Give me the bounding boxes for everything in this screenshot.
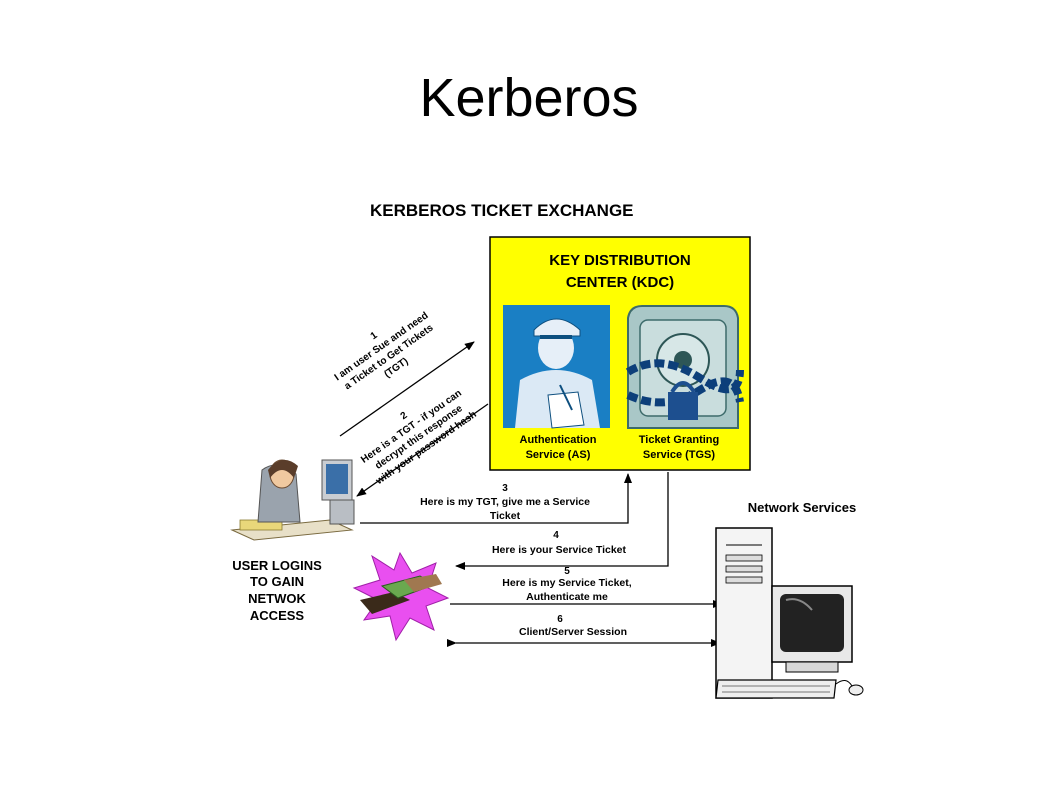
diagram-heading: KERBEROS TICKET EXCHANGE bbox=[370, 201, 634, 220]
arrow-step-4 bbox=[455, 472, 669, 570]
ticket-granting-safe-icon bbox=[625, 305, 744, 429]
as-label-line1: Authentication bbox=[520, 434, 597, 446]
user-label-line4: ACCESS bbox=[250, 608, 305, 623]
as-label-line2: Service (AS) bbox=[526, 449, 591, 461]
ticket-exchange-icon bbox=[352, 551, 450, 642]
step-2-text: 2 Here is a TGT - if you can decrypt thi… bbox=[359, 388, 479, 488]
tgs-label-line1: Ticket Granting bbox=[639, 434, 719, 446]
step-3-line: Here is my TGT, give me a Service bbox=[420, 496, 590, 508]
user-at-computer-icon bbox=[230, 459, 355, 541]
step-2-num: 2 bbox=[399, 410, 410, 422]
step-6-num: 6 bbox=[557, 614, 563, 625]
arrow-step-2 bbox=[356, 403, 489, 497]
user-label-line2: TO GAIN bbox=[250, 574, 304, 589]
step-4-num: 4 bbox=[553, 530, 559, 541]
kdc-title-line1: KEY DISTRIBUTION bbox=[549, 252, 690, 269]
tgs-label-line2: Service (TGS) bbox=[643, 449, 715, 461]
authentication-officer-icon bbox=[503, 305, 610, 429]
kdc-box: KEY DISTRIBUTION CENTER (KDC) Authentica… bbox=[489, 236, 751, 471]
step-3-num: 3 bbox=[502, 483, 508, 494]
server-computer-icon bbox=[715, 527, 864, 699]
arrow-step-1 bbox=[339, 341, 475, 437]
step-3-line: Ticket bbox=[490, 510, 521, 522]
step-5-num: 5 bbox=[564, 566, 570, 577]
user-label-line1: USER LOGINS bbox=[232, 558, 322, 573]
step-5-line: Authenticate me bbox=[526, 591, 608, 603]
step-1-text: 1 I am user Sue and need a Ticket to Get… bbox=[333, 310, 436, 392]
slide-title: Kerberos bbox=[419, 68, 639, 128]
user-label-line3: NETWOK bbox=[248, 591, 306, 606]
step-5-line: Here is my Service Ticket, bbox=[502, 577, 631, 589]
network-services-label: Network Services bbox=[748, 500, 856, 515]
step-4-line: Here is your Service Ticket bbox=[492, 544, 627, 556]
step-1-line: I am user Sue and need bbox=[333, 310, 431, 383]
step-1-num: 1 bbox=[369, 330, 380, 342]
arrow-step-3 bbox=[360, 473, 632, 524]
step-6-line: Client/Server Session bbox=[519, 626, 627, 638]
kdc-title-line2: CENTER (KDC) bbox=[566, 274, 674, 291]
